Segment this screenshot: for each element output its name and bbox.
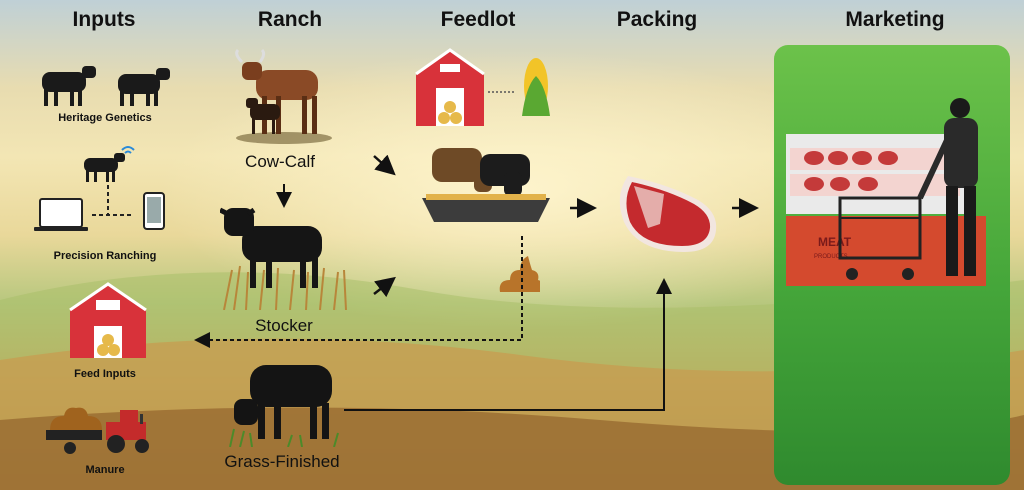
grass-finished-label: Grass-Finished (224, 452, 340, 471)
cow-calf-label: Cow-Calf (245, 152, 315, 171)
arrow-manure-to-feed-inputs (194, 236, 523, 348)
meat-case-sign: MEAT (818, 235, 852, 249)
steak-icon (619, 176, 717, 252)
arrow-grass-to-packing (344, 278, 672, 411)
header-packing: Packing (616, 8, 698, 31)
header-marketing: Marketing (845, 8, 945, 31)
heritage-genetics-label: Heritage Genetics (58, 112, 152, 124)
feedlot-cattle-trough-icon (422, 148, 550, 222)
stocker-calf-icon (220, 207, 347, 310)
feed-inputs-label: Feed Inputs (74, 368, 136, 380)
precision-ranching-label: Precision Ranching (53, 250, 157, 262)
header-feedlot: Feedlot (440, 8, 516, 31)
precision-devices-icon (34, 185, 165, 231)
feed-barn-icon (69, 282, 147, 358)
connected-cow-icon (84, 146, 135, 182)
arrow-cowcalf-to-feedlot (373, 154, 396, 176)
grass-finished-cow-icon (229, 365, 339, 447)
meat-case-subsign: PRODUCTS (814, 254, 848, 260)
stocker-label: Stocker (255, 316, 313, 335)
arrow-stocker-to-feedlot (373, 276, 396, 298)
header-inputs: Inputs (72, 8, 136, 31)
meat-case-shopper-icon: MEAT PRODUCTS (786, 98, 986, 286)
header-ranch: Ranch (257, 8, 323, 31)
feedlot-barn-corn-icon (415, 48, 550, 126)
heritage-cattle-icon (42, 66, 170, 106)
manure-tractor-icon (46, 407, 149, 454)
cow-calf-icon (235, 48, 332, 144)
feedlot-manure-icon (499, 256, 540, 292)
manure-label: Manure (85, 464, 125, 476)
